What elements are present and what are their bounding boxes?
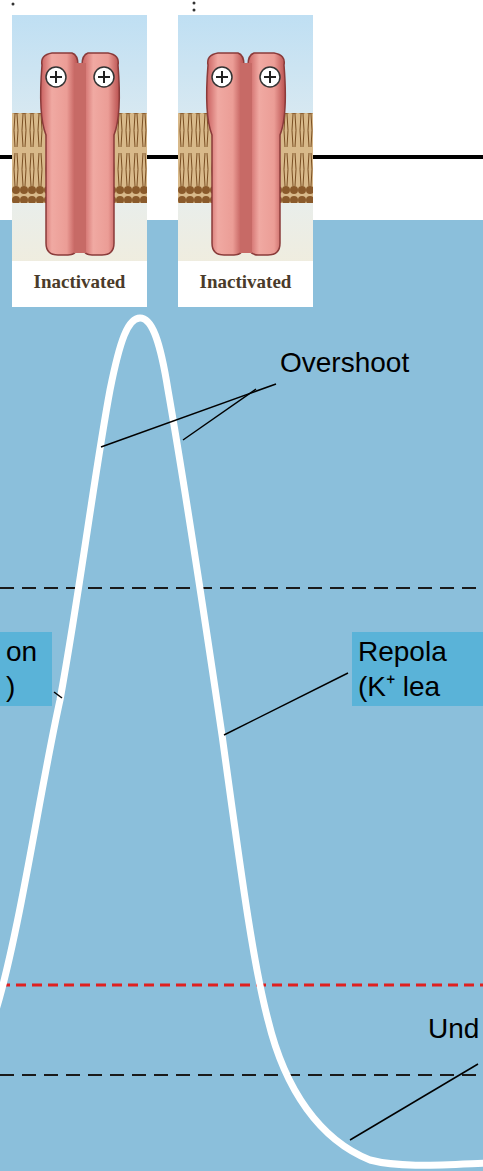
phase-label-box: Repola (K⁺ lea <box>352 632 483 706</box>
phase-label: on ) <box>6 634 46 704</box>
overshoot-label: Overshoot <box>280 346 409 380</box>
channel-icon: Inactivated <box>178 15 313 307</box>
state-label: Inactivated <box>178 271 313 293</box>
state-label: Inactivated <box>12 271 147 293</box>
phase-label: Repola (K⁺ lea <box>358 634 477 704</box>
channel-icon: Inactivated <box>12 15 147 307</box>
undershoot-label: Und <box>428 1012 479 1046</box>
phase-label-box: on ) <box>0 632 52 706</box>
